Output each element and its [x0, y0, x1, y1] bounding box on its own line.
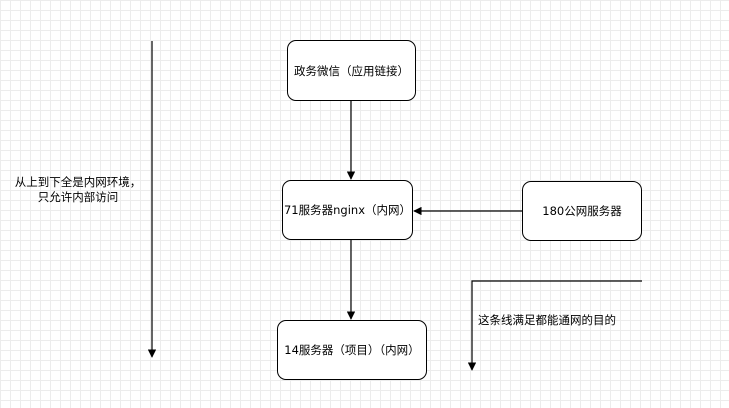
right-path-note-text: 这条线满足都能通网的目的	[478, 313, 616, 327]
left-scope-note-line1: 从上到下全是内网环境，	[14, 175, 142, 189]
left-scope-note-line2: 只允许内部访问	[37, 190, 119, 204]
node-server-180-label: 180公网服务器	[542, 204, 622, 218]
node-server-71[interactable]: 71服务器nginx（内网）	[282, 180, 413, 240]
node-gov-wechat-label: 政务微信（应用链接）	[294, 63, 409, 78]
node-gov-wechat[interactable]: 政务微信（应用链接）	[287, 40, 416, 101]
node-server-14-label: 14服务器（项目）（内网）	[284, 343, 420, 357]
right-path-note: 这条线满足都能通网的目的	[478, 313, 616, 328]
left-scope-note: 从上到下全是内网环境， 只允许内部访问	[4, 175, 152, 205]
right-elbow-arrow	[467, 280, 642, 371]
node-server-14[interactable]: 14服务器（项目）（内网）	[277, 320, 427, 380]
node-server-180[interactable]: 180公网服务器	[522, 181, 642, 241]
node-server-71-label: 71服务器nginx（内网）	[283, 203, 411, 217]
